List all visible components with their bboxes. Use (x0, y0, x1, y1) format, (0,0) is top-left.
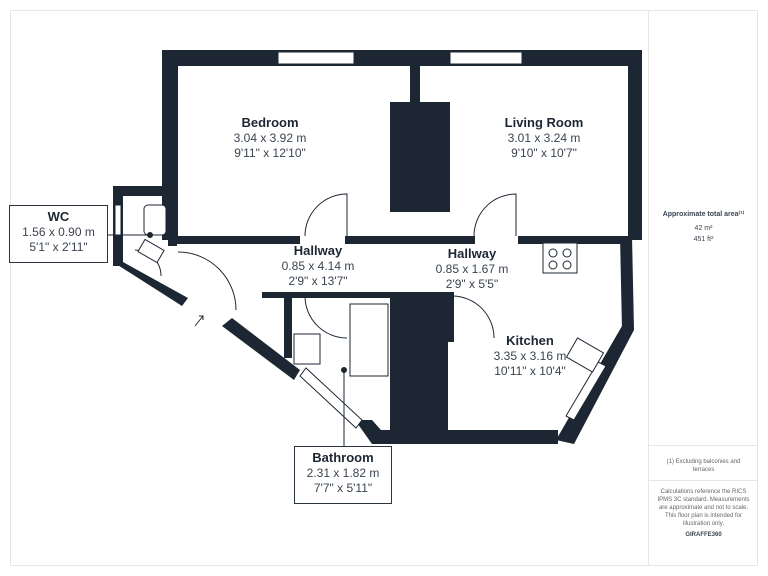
room-hallway-1: Hallway 0.85 x 4.14 m 2'9" x 13'7" (258, 243, 378, 289)
hob-ring-2 (562, 248, 572, 258)
area-m2: 42 m² (694, 225, 713, 232)
room-metric: 3.35 x 3.16 m (493, 349, 567, 364)
room-living: Living Room 3.01 x 3.24 m 9'10" x 10'7" (474, 115, 614, 161)
room-imperial: 9'11" x 12'10" (234, 146, 306, 161)
info-panel: Approximate total area⁽¹⁾ 42 m² 451 ft² … (648, 10, 758, 566)
panel-divider-2 (649, 480, 758, 481)
hob-icon (542, 242, 578, 274)
wall-top (162, 50, 642, 66)
wall-right-upper (628, 50, 642, 240)
bathtub-icon (349, 303, 389, 377)
window-kitchen (565, 361, 607, 421)
floor-plan-drawing (108, 50, 642, 446)
bathroom-basin-icon (293, 333, 321, 365)
room-wc-callout: WC 1.56 x 0.90 m 5'1" x 2'11" (9, 205, 108, 263)
room-metric: 3.01 x 3.24 m (507, 131, 581, 146)
floor-plan-canvas (10, 10, 758, 566)
room-name: Bedroom (241, 115, 299, 130)
footnote: (1) Excluding balconies and terraces (666, 459, 741, 474)
room-name: Kitchen (506, 333, 554, 348)
wall-bottom (372, 430, 558, 444)
room-name: WC (47, 209, 70, 224)
wall-wc-top (113, 186, 177, 196)
room-name: Hallway (293, 243, 343, 258)
kitchen-sink-icon (565, 337, 605, 373)
disclaimer: Calculations reference the RICS IPMS 3C … (657, 489, 750, 528)
wall-hall-top-left (176, 236, 300, 244)
wc-basin-icon (137, 238, 165, 264)
room-kitchen: Kitchen 3.35 x 3.16 m 10'11" x 10'4" (470, 333, 590, 379)
room-name: Bathroom (312, 450, 374, 465)
door-kitchen-arc (451, 295, 495, 339)
wall-south-diagonal-1 (222, 318, 300, 380)
hob-ring-3 (548, 260, 558, 270)
window-wc (114, 204, 122, 236)
wall-bath-left (284, 298, 292, 358)
bathroom-leader-dot (341, 367, 347, 373)
entry-arrow-icon (194, 315, 204, 327)
fixtures (137, 204, 605, 377)
wall-hall-top-right (518, 236, 632, 244)
room-metric: 1.56 x 0.90 m (22, 225, 95, 240)
windows (114, 51, 607, 429)
wall-kitchen-left (444, 292, 454, 342)
room-bedroom: Bedroom 3.04 x 3.92 m 9'11" x 12'10" (210, 115, 330, 161)
room-imperial: 9'10" x 10'7" (511, 146, 577, 161)
room-imperial: 7'7" x 5'11" (313, 481, 373, 496)
room-imperial: 10'11" x 10'4" (494, 364, 566, 379)
room-metric: 2.31 x 1.82 m (306, 466, 380, 481)
window-bathroom (299, 367, 363, 429)
room-name: Living Room (504, 115, 584, 130)
room-imperial: 5'1" x 2'11" (29, 240, 88, 255)
door-bedroom-arc (304, 193, 348, 237)
hob-ring-4 (562, 260, 572, 270)
area-title: Approximate total area⁽¹⁾ (662, 211, 745, 218)
panel-divider-1 (649, 445, 758, 446)
wall-kitchen-right (620, 236, 634, 330)
room-metric: 0.85 x 1.67 m (435, 262, 509, 277)
wall-wc-right (168, 196, 177, 246)
room-metric: 3.04 x 3.92 m (233, 131, 307, 146)
doors (134, 193, 517, 339)
wall-bath-core (390, 292, 448, 442)
room-imperial: 2'9" x 5'5" (445, 277, 499, 292)
leaders (108, 232, 347, 446)
room-name: Hallway (447, 246, 497, 261)
wall-hall-bottom (262, 292, 394, 298)
room-bathroom-callout: Bathroom 2.31 x 1.82 m 7'7" x 5'11" (294, 446, 392, 504)
door-bathroom-arc (304, 295, 348, 339)
room-metric: 0.85 x 4.14 m (281, 259, 355, 274)
wall-divider-top (410, 60, 420, 102)
area-ft2: 451 ft² (693, 236, 714, 243)
door-entry-arc (177, 251, 237, 311)
brand-logo: GIRAFFE360 (685, 532, 722, 538)
wall-core (390, 102, 450, 212)
wc-toilet-icon (143, 204, 167, 236)
room-imperial: 2'9" x 13'7" (288, 274, 348, 289)
wall-hall-top-mid (345, 236, 475, 244)
room-hallway-2: Hallway 0.85 x 1.67 m 2'9" x 5'5" (412, 246, 532, 292)
window-bedroom (277, 51, 355, 65)
wc-leader-dot (147, 232, 153, 238)
window-living (449, 51, 523, 65)
wall-wc-diagonal (113, 262, 188, 306)
door-living-arc (473, 193, 517, 237)
hob-ring-1 (548, 248, 558, 258)
